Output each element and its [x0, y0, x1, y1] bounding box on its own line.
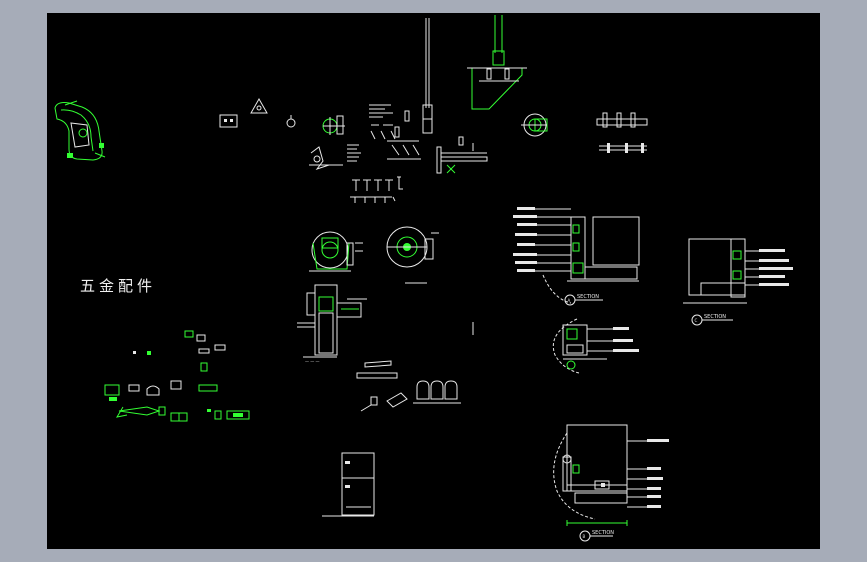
cabinet-elevation[interactable] — [322, 452, 375, 517]
rail-profile-detail[interactable] — [596, 112, 648, 153]
cad-drawing: 五金配件 — [54, 15, 793, 542]
section-a-detail[interactable]: A SECTION — [513, 207, 640, 306]
section-c-bubble-letter: C — [695, 318, 698, 323]
round-fitting-right[interactable] — [386, 226, 439, 284]
curved-handle-detail[interactable] — [54, 100, 106, 161]
section-c-label: SECTION — [704, 314, 726, 320]
hardware-plate-icon[interactable] — [219, 114, 238, 128]
vertical-rod-detail[interactable] — [422, 18, 433, 134]
annotation-notes-cluster — [309, 104, 421, 170]
screw-fastener-row[interactable] — [350, 176, 403, 203]
lock-icon[interactable] — [286, 115, 296, 128]
ceiling-anchor-detail[interactable] — [467, 15, 527, 110]
trim-piece-detail[interactable] — [356, 322, 474, 379]
round-knob-plan[interactable] — [521, 113, 548, 137]
section-c-detail[interactable]: C SECTION — [683, 238, 793, 326]
knob-detail[interactable] — [322, 115, 345, 135]
section-b-bubble-letter: B — [583, 534, 586, 539]
drawing-title: 五金配件 — [80, 277, 156, 295]
hardware-bracket-detail[interactable] — [436, 136, 488, 174]
round-section-detail[interactable]: B SECTION — [553, 424, 669, 542]
round-fitting-left[interactable] — [309, 231, 363, 272]
section-a-bubble-letter: A — [568, 298, 571, 303]
hinge-triangle-icon[interactable] — [250, 97, 268, 114]
section-b-label: SECTION — [592, 530, 614, 536]
cylinder-parts-row[interactable] — [360, 380, 461, 412]
section-a-label: SECTION — [577, 294, 599, 300]
panel-section-note: — — — — [305, 359, 320, 364]
panel-section-detail[interactable]: — — — — [297, 284, 367, 364]
hardware-scatter-green[interactable] — [104, 330, 250, 422]
cad-viewport[interactable]: 五金配件 — [47, 13, 820, 549]
section-b-detail[interactable] — [552, 318, 639, 374]
